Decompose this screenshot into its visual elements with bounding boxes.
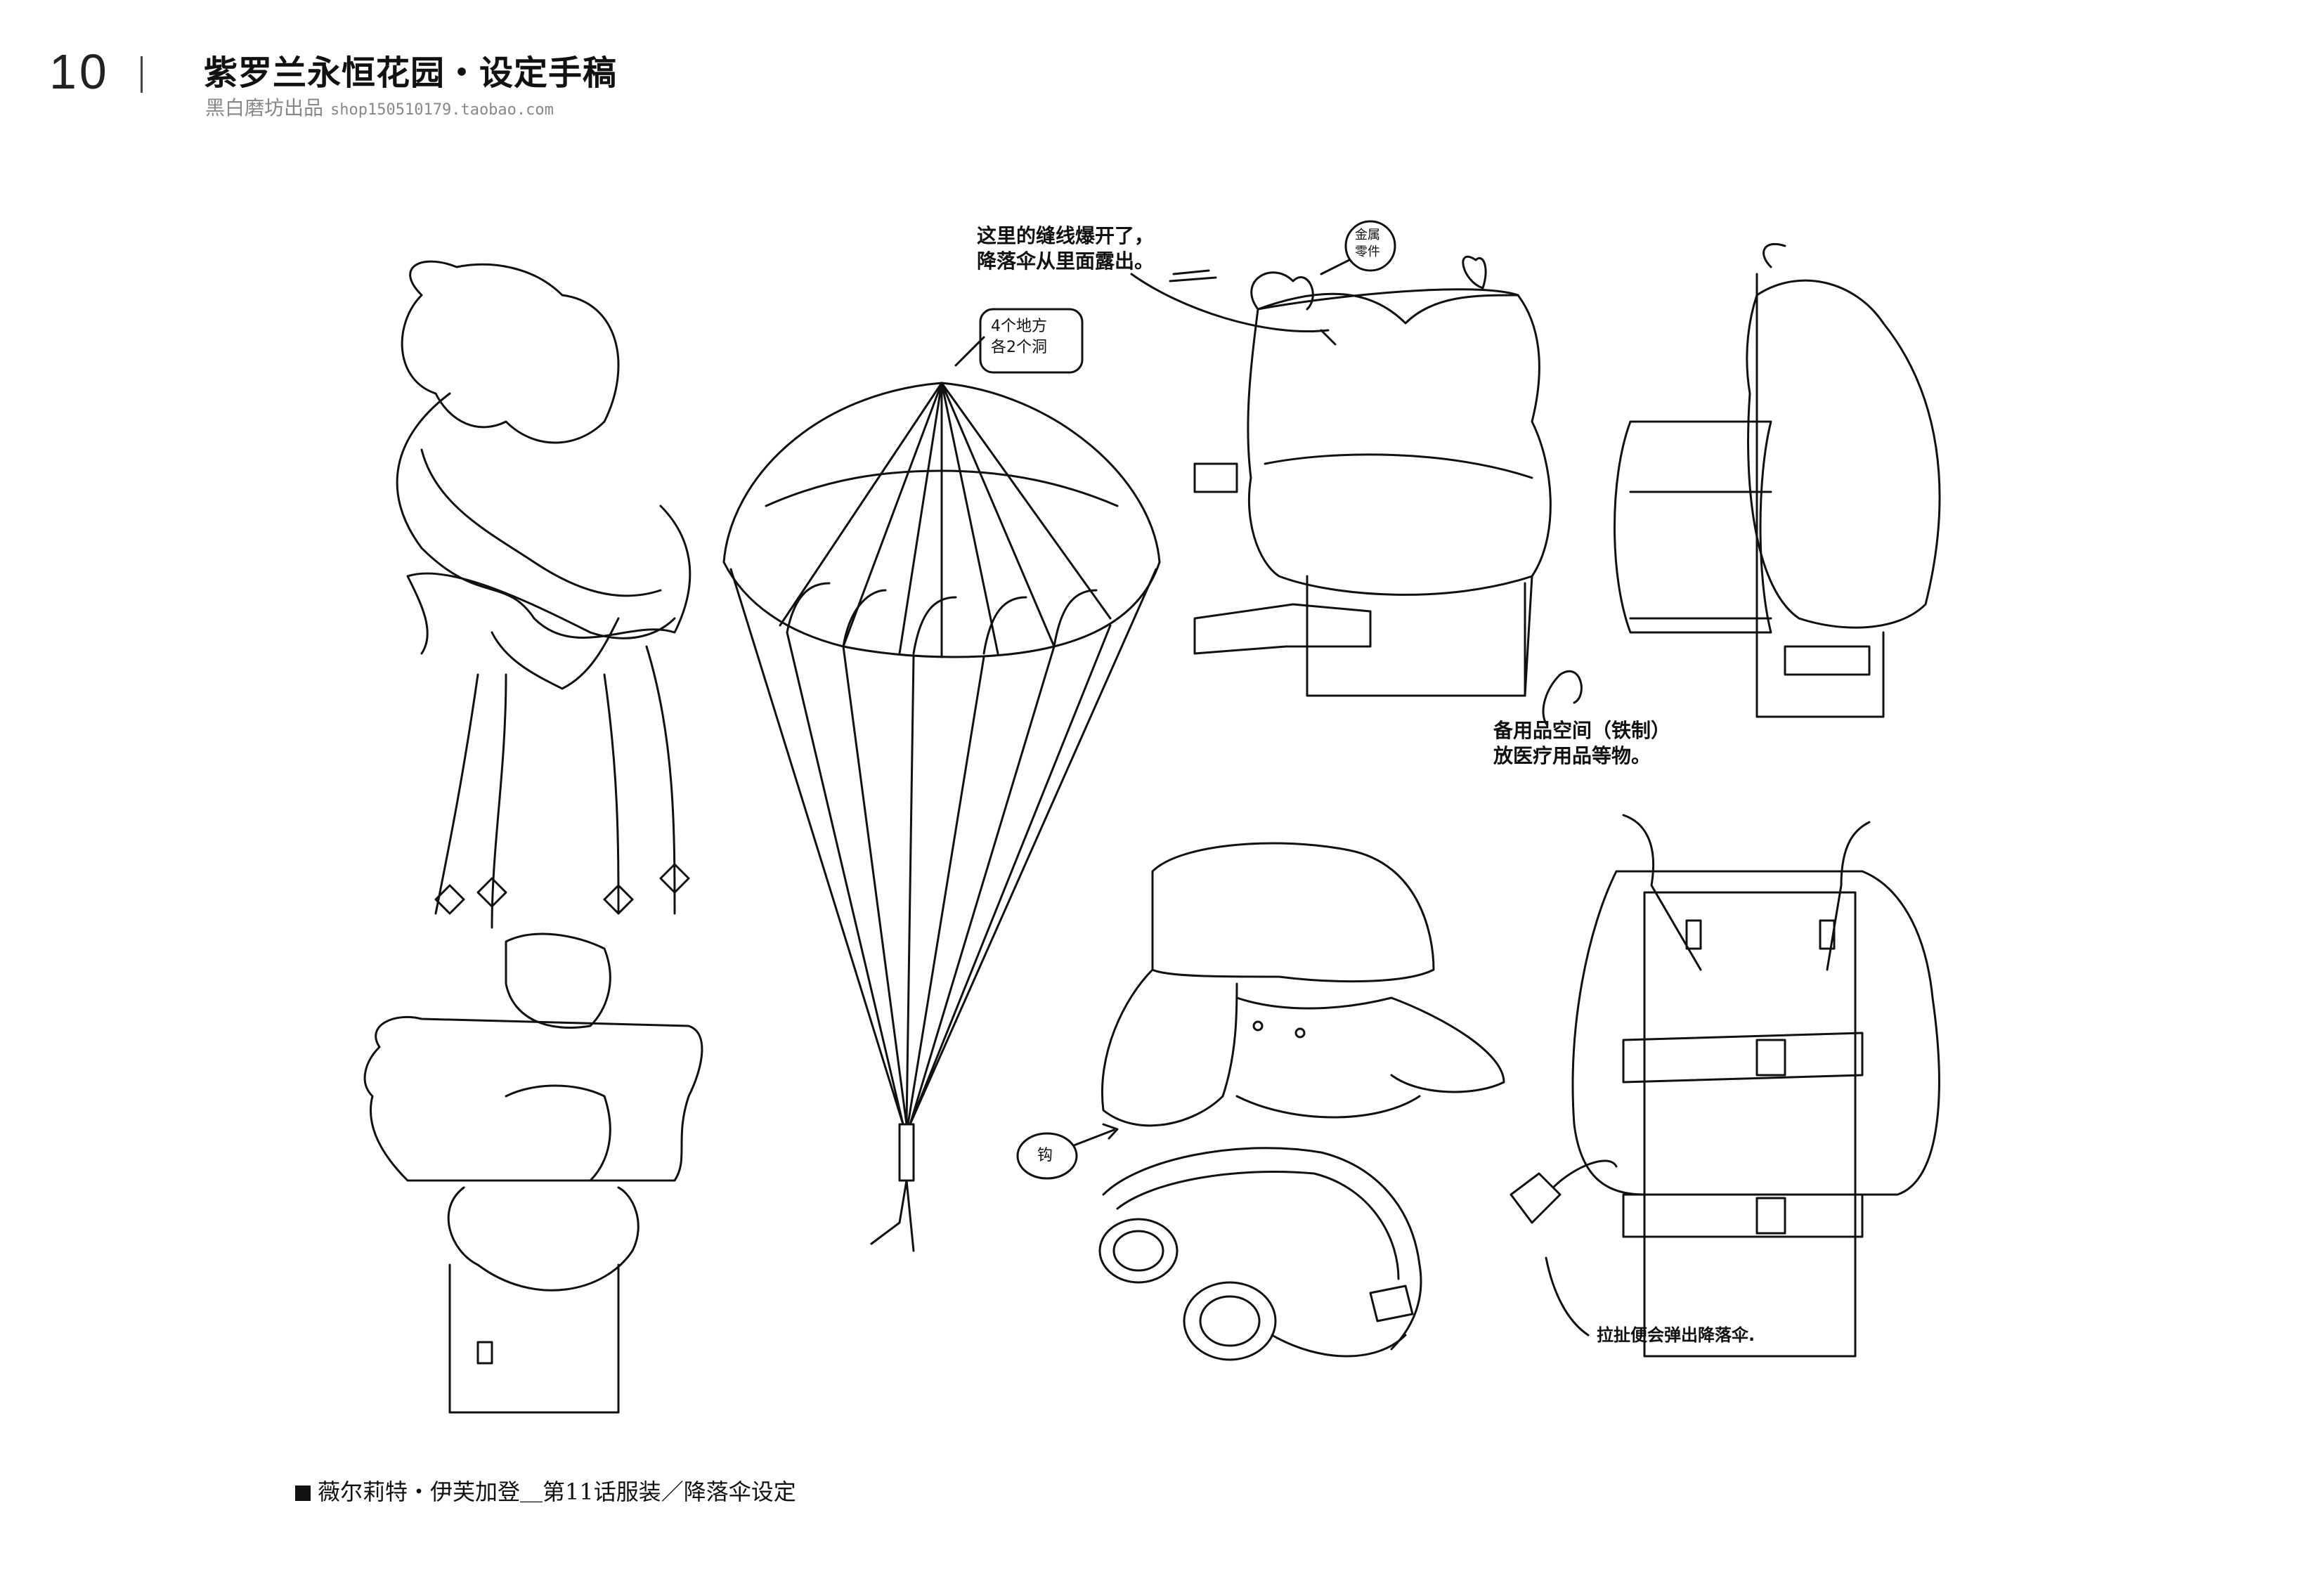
backpack-back-sketch — [1510, 814, 1940, 1358]
hook-label: 钩 — [1037, 1147, 1053, 1164]
publisher-name: 黑白磨坊出品 — [205, 96, 324, 119]
seam-burst-note: 这里的缝线爆开了， 降落伞从里面露出。 — [977, 224, 1155, 273]
storage-leader-line — [1542, 673, 1562, 725]
caption-text: 薇尔莉特・伊芙加登＿第11话服装／降落伞设定 — [318, 1478, 796, 1505]
holes-note: 4个地方 各2个洞 — [991, 318, 1047, 356]
backpack-side-sketch — [1559, 242, 1941, 718]
aviator-hat-sketch — [1101, 842, 1505, 1127]
caption-bullet-icon — [295, 1485, 311, 1501]
shop-url: shop150510179.taobao.com — [330, 101, 554, 119]
metal-parts-label: 金属 零件 — [1355, 228, 1380, 259]
deployed-pack-sketch — [363, 260, 703, 1414]
publisher-line: 黑白磨坊出品 shop150510179.taobao.com — [205, 93, 554, 121]
header-divider — [141, 56, 143, 93]
backpack-front-sketch — [1130, 220, 1552, 697]
storage-note: 备用品空间（铁制） 放医疗用品等物。 — [1493, 719, 1671, 767]
figure-caption: 薇尔莉特・伊芙加登＿第11话服装／降落伞设定 — [295, 1474, 796, 1507]
page-number: 10 — [49, 44, 110, 99]
parachute-sketch — [722, 308, 1161, 1252]
goggles-sketch — [1016, 1123, 1422, 1361]
pull-cord-note: 拉扯便会弹出降落伞. — [1597, 1325, 1755, 1345]
book-title: 紫罗兰永恒花园・设定手稿 — [204, 53, 618, 93]
